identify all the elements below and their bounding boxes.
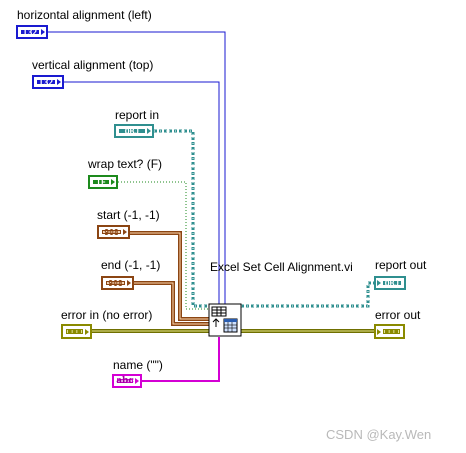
label-error-in: error in (no error) (61, 308, 153, 322)
string-abc-icon: abc (116, 376, 134, 386)
terminal-arrow-icon (111, 179, 115, 185)
label-wrap-text: wrap text? (F) (88, 157, 163, 171)
terminal-arrow-icon (377, 328, 381, 335)
terminal-arrow-icon (147, 128, 151, 134)
label-error-out: error out (375, 308, 421, 322)
wrap-text-terminal[interactable]: TF (88, 175, 118, 189)
wire-name[interactable] (142, 337, 220, 382)
terminal-arrow-icon (135, 378, 139, 384)
start-terminal[interactable]: 908 (97, 225, 130, 239)
report-out-terminal[interactable]: OBJ (374, 276, 406, 290)
end-terminal[interactable]: 908 (101, 276, 134, 290)
label-report-out: report out (375, 258, 427, 272)
label-report-in: report in (115, 108, 160, 122)
up-arrow-icon (212, 318, 220, 327)
i32-type-icon: I32 (21, 27, 39, 37)
terminal-arrow-icon (41, 29, 45, 35)
cluster-icon: 908 (102, 228, 121, 237)
wire-report-in[interactable] (154, 129, 211, 308)
boolean-tf-icon: TF (93, 178, 109, 187)
terminal-arrow-icon (127, 280, 131, 286)
obj-refnum-icon: OBJ (383, 278, 401, 288)
name-terminal[interactable]: abc (112, 374, 142, 388)
vertical-alignment-terminal[interactable]: I32 (32, 75, 64, 89)
excel-set-cell-alignment-subvi[interactable] (208, 303, 242, 337)
obj-refnum-icon: OBJ (119, 127, 145, 136)
error-cluster-pattern-icon (67, 329, 82, 334)
i32-type-icon: I32 (37, 77, 55, 87)
label-vi-name: Excel Set Cell Alignment.vi (210, 260, 353, 274)
label-start: start (-1, -1) (97, 208, 160, 222)
wire-wrap-text[interactable] (118, 181, 211, 310)
horizontal-alignment-terminal[interactable]: I32 (16, 25, 48, 39)
error-cluster-icon (66, 329, 83, 334)
terminal-arrow-icon (85, 328, 89, 335)
wire-vertical-alignment[interactable] (64, 81, 220, 306)
grid-icon (211, 306, 227, 317)
report-in-terminal[interactable]: OBJ (114, 124, 154, 138)
error-out-terminal[interactable] (374, 324, 405, 339)
label-horizontal-alignment: horizontal alignment (left) (17, 8, 152, 22)
label-end: end (-1, -1) (101, 258, 161, 272)
terminal-arrow-icon (57, 79, 61, 85)
watermark: CSDN @Kay.Wen (326, 427, 432, 442)
cluster-icon: 908 (106, 279, 125, 288)
label-vertical-alignment: vertical alignment (top) (32, 58, 154, 72)
wire-report-out[interactable] (241, 281, 375, 308)
error-cluster-icon (383, 329, 400, 334)
error-in-terminal[interactable] (61, 324, 92, 339)
error-cluster-pattern-icon (384, 329, 399, 334)
terminal-arrow-icon (123, 229, 127, 235)
label-name: name ("") (113, 358, 163, 372)
spreadsheet-icon (223, 318, 238, 333)
terminal-arrow-icon (377, 280, 381, 286)
wire-horizontal-alignment[interactable] (48, 31, 226, 306)
